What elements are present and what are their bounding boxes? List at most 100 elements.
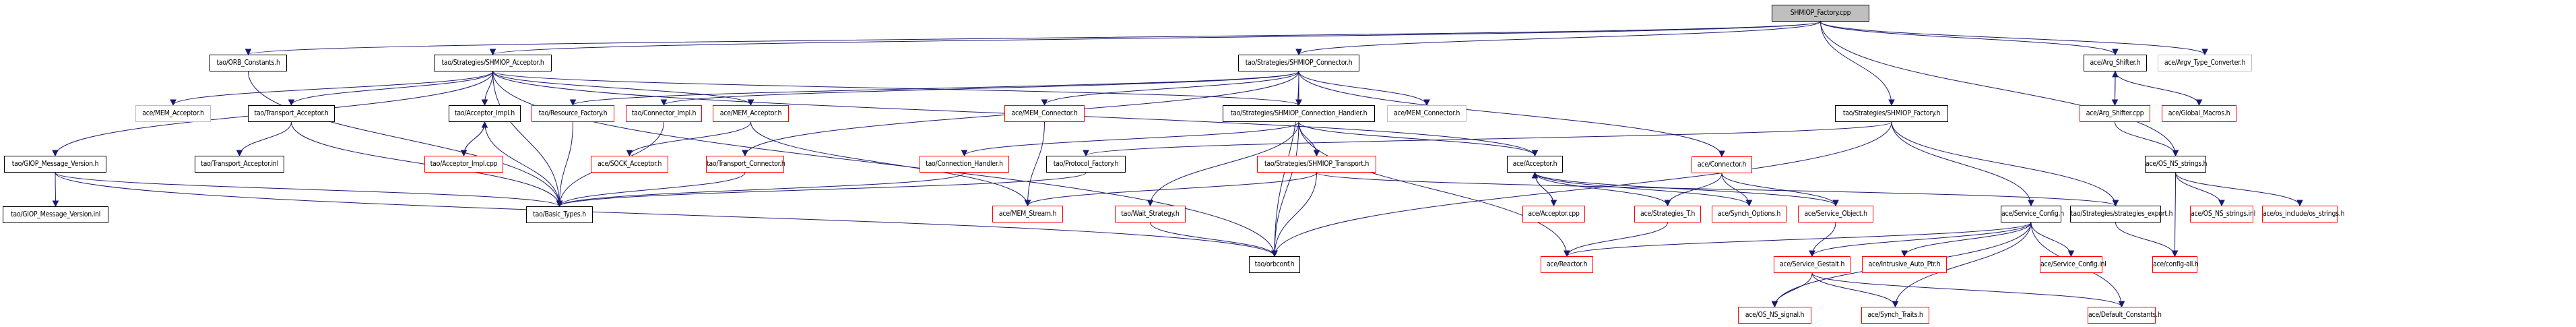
arrowhead-icon	[2195, 99, 2203, 107]
graph-node-synch-traits[interactable]: ace/Synch_Traits.h	[1861, 307, 1929, 324]
graph-node-arg-shifter-h[interactable]: ace/Arg_Shifter.h	[2084, 55, 2147, 71]
graph-node-ace-mem-connector-red[interactable]: ace/MEM_Connector.h	[1004, 105, 1085, 122]
edge-ace-acceptor-h-to-service-object	[1535, 172, 1836, 206]
edge-shmiop-acceptor-to-transport-acceptor-h	[291, 71, 493, 106]
arrowhead-icon	[1313, 150, 1320, 157]
edge-protocol-factory-to-basic-types	[559, 172, 1087, 207]
graph-node-ace-acceptor-cpp[interactable]: ace/Acceptor.cpp	[1522, 206, 1585, 222]
graph-node-shmiop-acceptor[interactable]: tao/Strategies/SHMIOP_Acceptor.h	[434, 55, 552, 71]
edge-giop-mv-h-to-orbconf	[55, 172, 1275, 257]
arrowhead-icon	[2171, 250, 2179, 258]
graph-node-protocol-factory[interactable]: tao/Protocol_Factory.h	[1046, 156, 1126, 173]
arrowhead-icon	[1888, 99, 1895, 107]
edge-service-config-h-to-reactor	[1566, 222, 2032, 257]
arrowhead-icon	[2118, 301, 2125, 308]
edge-shmiop-acceptor-to-basic-types	[492, 71, 560, 207]
graph-node-os-strings[interactable]: ace/os_include/os_strings.h	[2262, 206, 2344, 222]
graph-node-transport-acceptor-h[interactable]: tao/Transport_Acceptor.h	[248, 105, 335, 122]
graph-node-synch-options[interactable]: ace/Synch_Options.h	[1712, 206, 1786, 222]
arrowhead-icon	[1901, 250, 1908, 258]
arrowhead-icon	[2201, 49, 2208, 56]
graph-node-root[interactable]: SHMIOP_Factory.cpp	[1772, 5, 1869, 22]
graph-node-strategies-export[interactable]: tao/Strategies/strategies_export.h	[2070, 206, 2172, 222]
graph-node-orb-constants[interactable]: tao/ORB_Constants.h	[210, 55, 287, 71]
graph-node-strategies-t[interactable]: ace/Strategies_T.h	[1634, 206, 1701, 222]
arrowhead-icon	[1147, 200, 1154, 207]
edge-shmiop-connector-to-ace-mem-connector-red	[1044, 71, 1299, 106]
graph-node-giop-mv-inl[interactable]: tao/GIOP_Message_Version.inl	[3, 206, 108, 223]
graph-node-os-ns-signal[interactable]: ace/OS_NS_signal.h	[1738, 307, 1811, 324]
graph-node-arg-shifter-cpp[interactable]: ace/Arg_Shifter.cpp	[2080, 105, 2150, 122]
graph-node-connector-impl[interactable]: tao/Connector_Impl.h	[626, 105, 702, 122]
arrowhead-icon	[1771, 301, 1778, 308]
arrowhead-icon	[1664, 200, 1671, 207]
graph-node-default-constants[interactable]: ace/Default_Constants.h	[2088, 307, 2162, 324]
graph-node-shmiop-transport[interactable]: tao/Strategies/SHMIOP_Transport.h	[1257, 156, 1376, 173]
graph-node-ace-acceptor-h[interactable]: ace/Acceptor.h	[1507, 156, 1563, 173]
graph-node-connection-handler[interactable]: tao/Connection_Handler.h	[920, 156, 1009, 173]
graph-node-service-gestalt[interactable]: ace/Service_Gestalt.h	[1774, 256, 1850, 273]
edge-root-to-shmiop-connector	[1298, 21, 1821, 55]
arrowhead-icon	[1745, 200, 1753, 207]
graph-node-sock-acceptor[interactable]: ace/SOCK_Acceptor.h	[591, 156, 668, 173]
arrowhead-icon	[245, 49, 252, 56]
edge-root-to-shmiop-acceptor	[492, 21, 1821, 55]
arrowhead-icon	[2112, 70, 2119, 78]
graph-node-service-object[interactable]: ace/Service_Object.h	[1798, 206, 1873, 222]
graph-node-acceptor-impl-h[interactable]: tao/Acceptor_Impl.h	[449, 105, 521, 122]
edge-service-config-h-to-synch-traits	[1895, 222, 2032, 307]
edge-shmiop-conn-handler-to-wait-strategy	[1150, 121, 1299, 206]
edge-shmiop-factory-h-to-strategies-export	[1891, 121, 2116, 206]
arrowhead-icon	[660, 99, 668, 107]
arrowhead-icon	[1295, 99, 1302, 107]
graph-node-mem-stream[interactable]: ace/MEM_Stream.h	[992, 206, 1063, 222]
graph-node-shmiop-conn-handler[interactable]: tao/Strategies/SHMIOP_Connection_Handler…	[1223, 105, 1375, 122]
edge-ace-mem-acceptor-red-to-sock-acceptor	[629, 121, 751, 156]
graph-node-argv-type-converter[interactable]: ace/Argv_Type_Converter.h	[2158, 55, 2252, 71]
edge-shmiop-acceptor-to-ace-mem-acceptor-gray	[172, 71, 493, 106]
edge-service-config-h-to-service-gestalt	[1811, 222, 2032, 257]
edge-giop-mv-h-to-basic-types	[55, 172, 560, 207]
graph-node-acceptor-impl-cpp[interactable]: tao/Acceptor_Impl.cpp	[424, 156, 503, 173]
arrowhead-icon	[1892, 301, 1899, 308]
edge-root-to-shmiop-factory-h	[1820, 21, 1892, 106]
graph-node-os-ns-strings-h[interactable]: ace/OS_NS_strings.h	[2145, 156, 2208, 173]
graph-node-wait-strategy[interactable]: tao/Wait_Strategy.h	[1115, 206, 1186, 222]
edge-shmiop-transport-to-mem-stream	[1027, 172, 1317, 206]
arrowhead-icon	[1809, 250, 1815, 258]
edge-acceptor-impl-cpp-to-acceptor-impl-h	[463, 121, 485, 156]
edge-os-ns-strings-h-to-os-strings	[2175, 172, 2300, 206]
graph-node-transport-acceptor-inl[interactable]: tao/Transport_Acceptor.inl	[195, 156, 284, 173]
graph-node-shmiop-connector[interactable]: tao/Strategies/SHMIOP_Connector.h	[1238, 55, 1359, 71]
edge-shmiop-conn-handler-to-reactor	[1298, 121, 1568, 257]
graph-node-ace-mem-connector-gray[interactable]: ace/MEM_Connector.h	[1387, 105, 1467, 122]
graph-node-orbconf[interactable]: tao/orbconf.h	[1249, 256, 1300, 273]
edge-shmiop-factory-h-to-service-config-h	[1891, 121, 2032, 206]
graph-node-ace-mem-acceptor-red[interactable]: ace/MEM_Acceptor.h	[713, 105, 789, 122]
arrowhead-icon	[2172, 150, 2179, 157]
graph-node-os-ns-strings-inl[interactable]: ace/OS_NS_strings.inl	[2190, 206, 2255, 222]
arrowhead-icon	[2028, 200, 2034, 207]
arrowhead-icon	[1041, 99, 1048, 107]
graph-node-intrusive-auto-ptr[interactable]: ace/Intrusive_Auto_Ptr.h	[1862, 256, 1947, 273]
graph-node-service-config-h[interactable]: ace/Service_Config.h	[2001, 206, 2064, 222]
arrowhead-icon	[1832, 200, 1839, 207]
graph-node-basic-types[interactable]: tao/Basic_Types.h	[526, 206, 593, 223]
arrowhead-icon	[170, 99, 176, 107]
graph-node-config-all[interactable]: ace/config-all.h	[2152, 256, 2199, 273]
graph-node-service-config-inl[interactable]: ace/Service_Config.inl	[2040, 256, 2106, 273]
graph-node-reactor[interactable]: ace/Reactor.h	[1541, 256, 1593, 273]
graph-node-global-macros[interactable]: ace/Global_Macros.h	[2162, 105, 2236, 122]
edge-connection-handler-to-basic-types	[559, 172, 965, 207]
edge-acceptor-impl-h-to-basic-types	[484, 121, 560, 207]
graph-node-giop-mv-h[interactable]: tao/GIOP_Message_Version.h	[4, 156, 106, 173]
graph-node-ace-connector[interactable]: ace/Connector.h	[1692, 156, 1752, 173]
edge-root-to-argv-type-converter	[1820, 21, 2205, 55]
graph-node-resource-factory[interactable]: tao/Resource_Factory.h	[532, 105, 614, 122]
arrowhead-icon	[569, 99, 577, 107]
graph-node-shmiop-factory-h[interactable]: tao/Strategies/SHMIOP_Factory.h	[1835, 105, 1948, 122]
arrowhead-icon	[1024, 200, 1031, 207]
edge-shmiop-conn-handler-to-orbconf	[1274, 121, 1299, 257]
graph-node-transport-connector[interactable]: tao/Transport_Connector.h	[706, 156, 785, 173]
graph-node-ace-mem-acceptor-gray[interactable]: ace/MEM_Acceptor.h	[135, 105, 211, 122]
